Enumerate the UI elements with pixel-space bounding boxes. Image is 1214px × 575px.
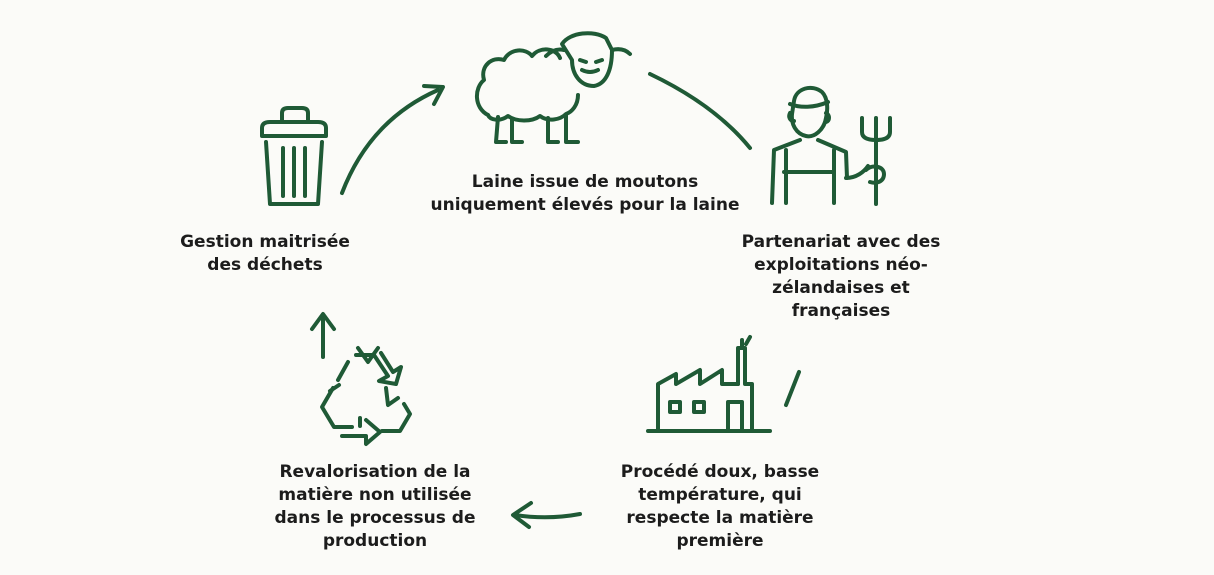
- recycle-icon: [320, 346, 412, 446]
- step-label-line: matière non utilisée: [278, 485, 472, 505]
- step-label-line: zélandaises et: [772, 278, 910, 298]
- connector-farmer-to-factory: [784, 370, 801, 407]
- arrow-trash-to-sheep: [340, 84, 445, 195]
- sheep-icon: [475, 31, 632, 144]
- step-label-line: uniquement élevés pour la laine: [430, 195, 740, 215]
- step-label-trash: Gestion maitrisée des déchets: [170, 231, 360, 277]
- farmer-pitchfork-icon: [770, 85, 892, 206]
- step-label-line: Laine issue de moutons: [471, 172, 699, 192]
- step-label-line: Procédé doux, basse: [620, 462, 820, 482]
- step-label-line: Partenariat avec des: [741, 232, 941, 252]
- connector-sheep-to-farmer: [648, 72, 752, 150]
- step-label-line: exploitations néo-: [754, 255, 928, 275]
- step-label-farmer: Partenariat avec des exploitations néo- …: [726, 231, 956, 323]
- step-label-recycle: Revalorisation de la matière non utilisé…: [255, 461, 495, 553]
- step-label-line: dans le processus de: [274, 508, 476, 528]
- step-label-line: température, qui: [638, 485, 802, 505]
- step-label-line: première: [676, 531, 764, 551]
- trash-bin-icon: [260, 106, 328, 206]
- step-label-line: respecte la matière: [626, 508, 814, 528]
- step-label-line: françaises: [791, 301, 891, 321]
- arrow-recycle-to-trash: [310, 312, 336, 359]
- step-label-line: Gestion maitrisée: [180, 232, 350, 252]
- step-label-line: production: [322, 531, 428, 551]
- factory-icon: [646, 335, 772, 433]
- step-label-line: des déchets: [207, 255, 323, 275]
- arrow-factory-to-recycle: [511, 501, 582, 529]
- step-label-line: Revalorisation de la: [279, 462, 471, 482]
- step-label-factory: Procédé doux, basse température, qui res…: [600, 461, 840, 553]
- step-label-sheep: Laine issue de moutons uniquement élevés…: [395, 171, 775, 217]
